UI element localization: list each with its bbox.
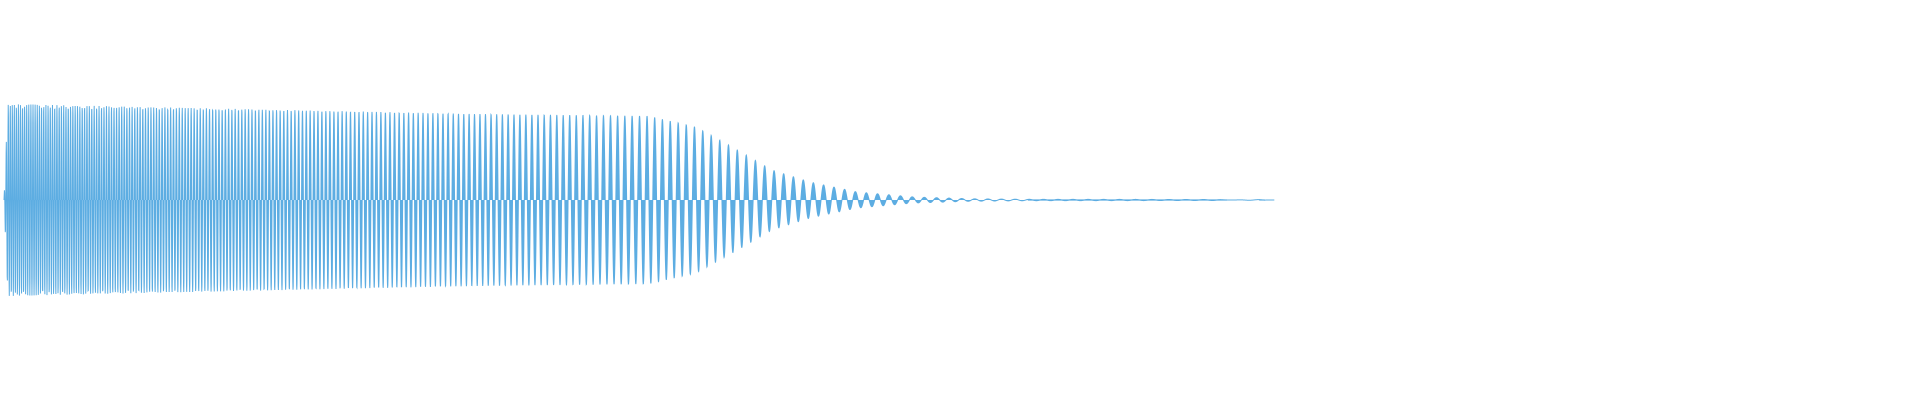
waveform-view [3,104,1275,296]
audio-waveform [3,104,1275,296]
